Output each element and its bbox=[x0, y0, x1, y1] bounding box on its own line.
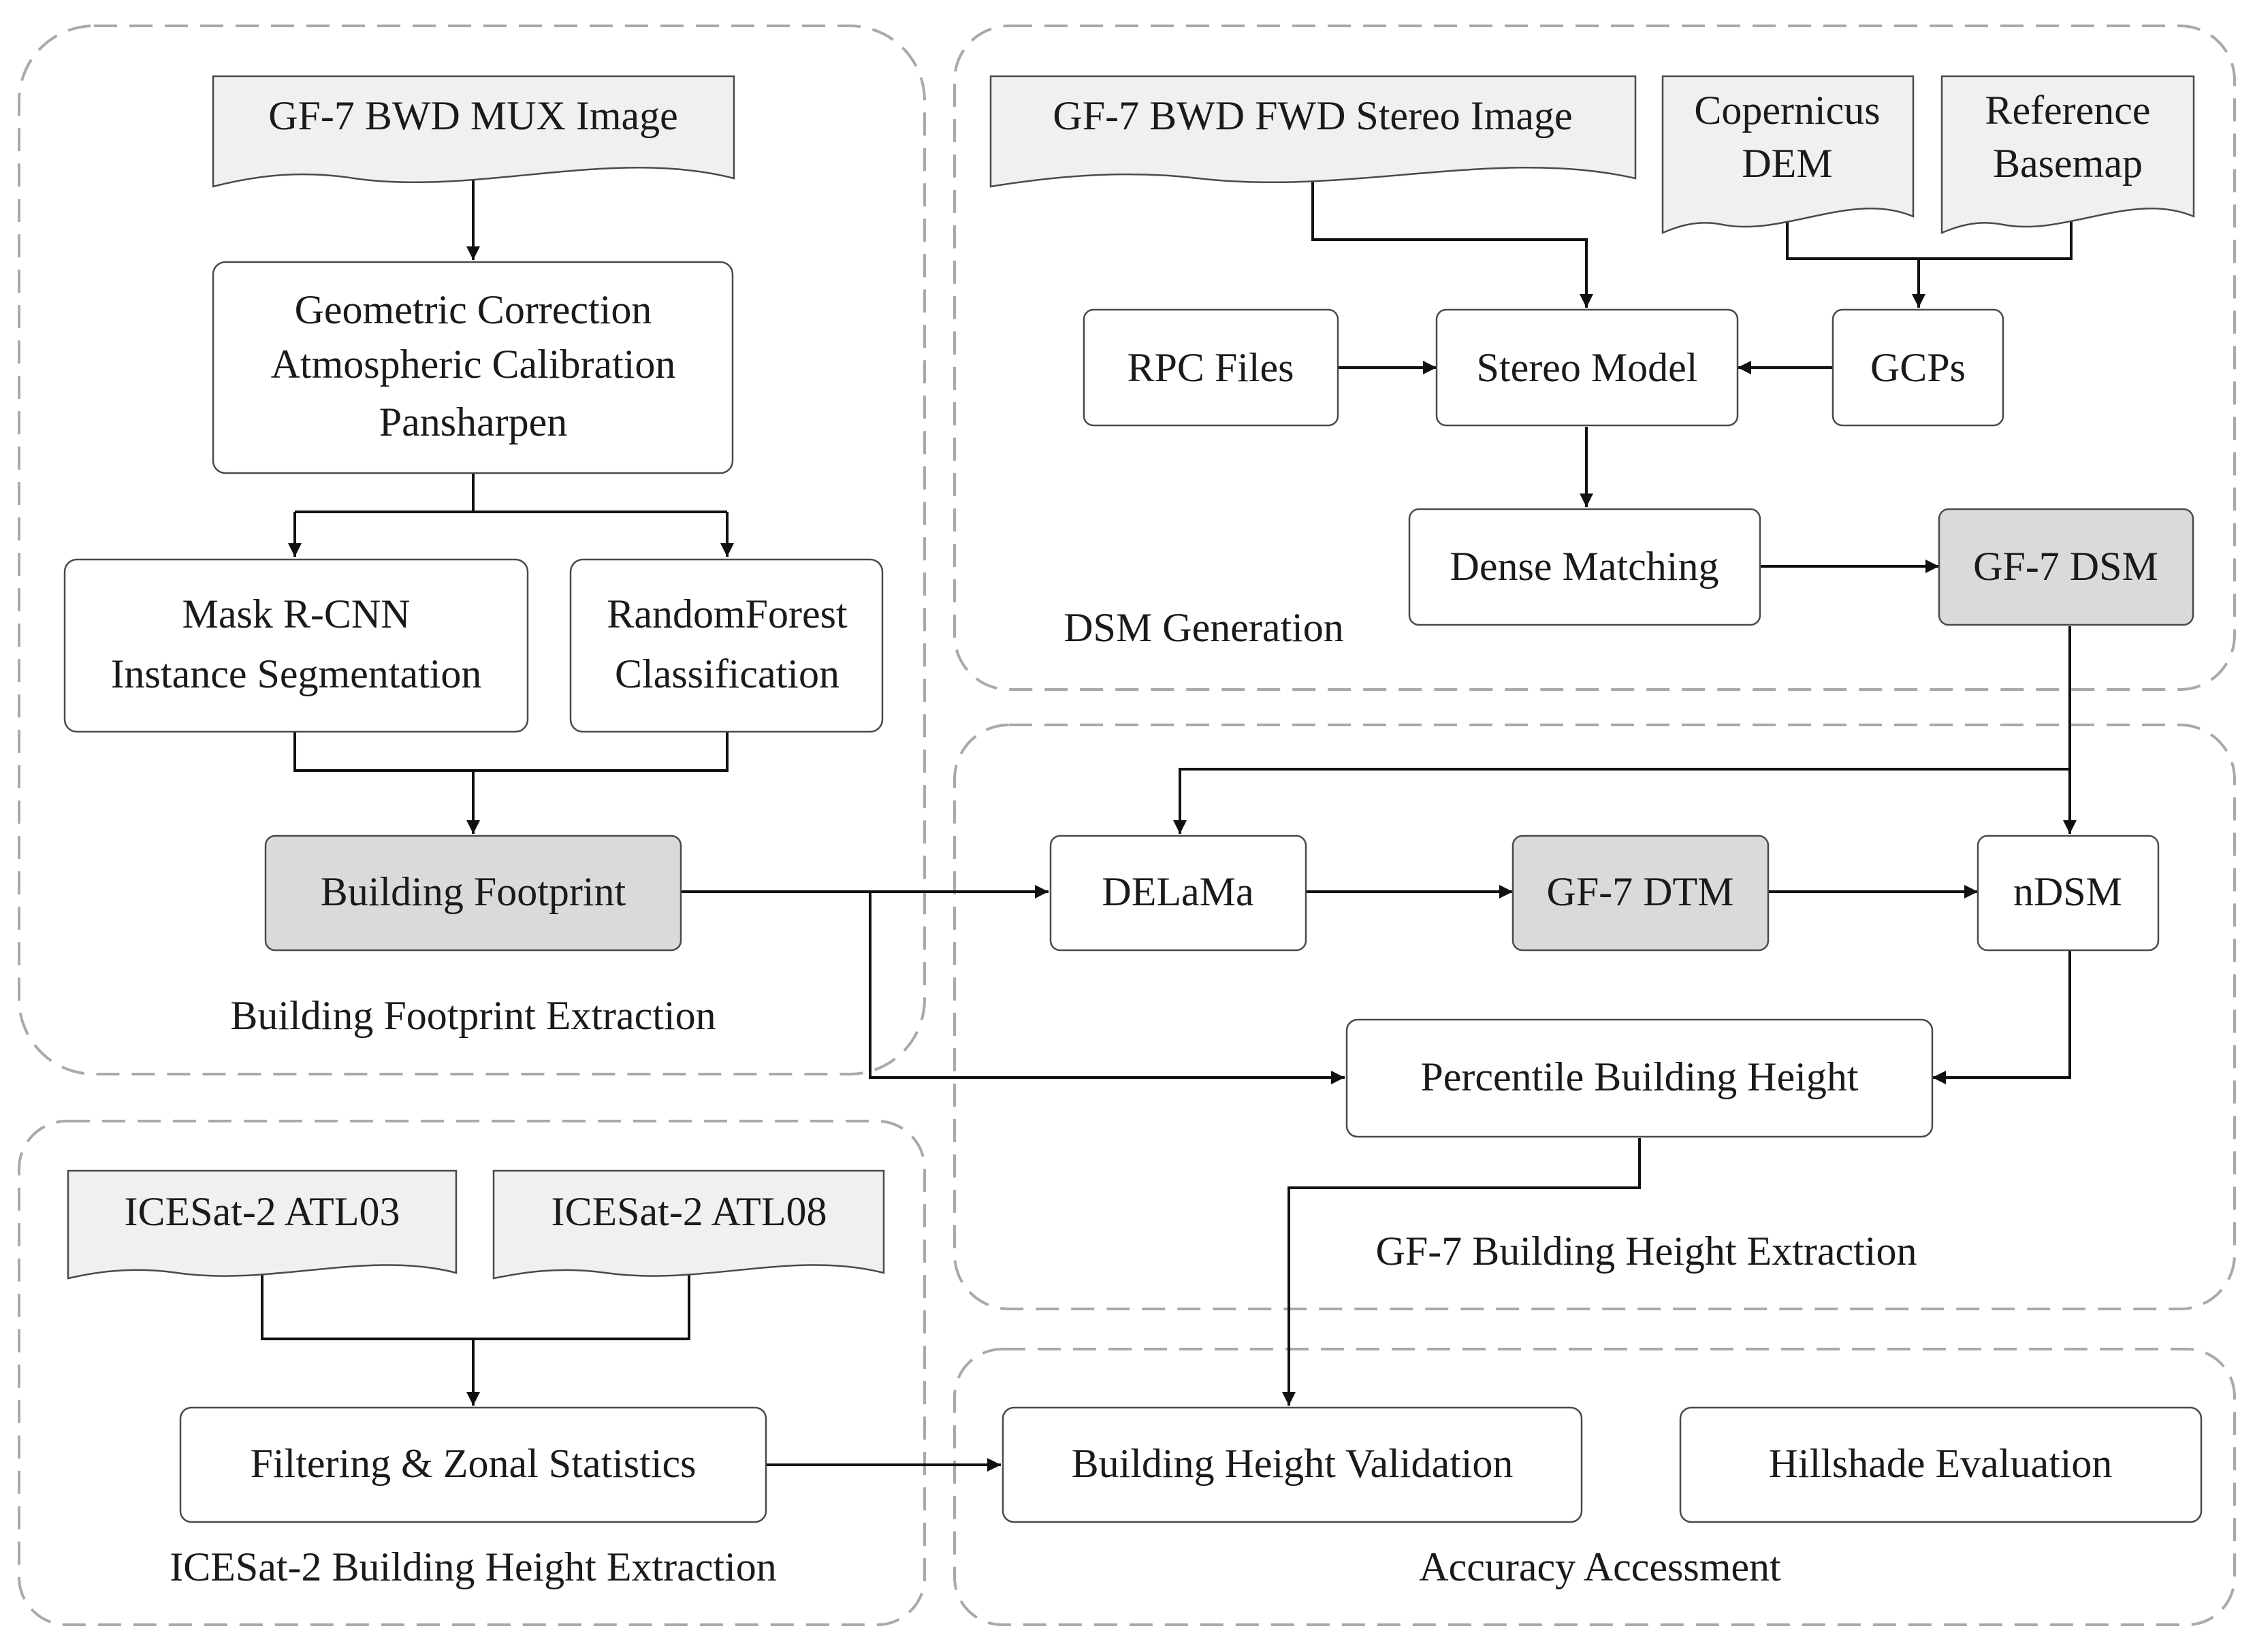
label-randomforest-2: Classification bbox=[615, 651, 839, 696]
label-gf7-dtm: GF-7 DTM bbox=[1546, 869, 1733, 914]
label-stereo-model: Stereo Model bbox=[1477, 345, 1698, 390]
box-hillshade bbox=[1679, 1406, 2203, 1523]
arrow-refs-to-gcps bbox=[1786, 216, 2073, 308]
box-preprocess bbox=[212, 261, 734, 474]
arrow-icesat-to-filtering bbox=[261, 1274, 690, 1406]
label-atl03: ICESat-2 ATL03 bbox=[125, 1189, 400, 1234]
group-icesat-height-extraction bbox=[18, 1120, 926, 1626]
label-preprocess-1: Geometric Correction bbox=[295, 287, 652, 332]
arrow-footprint-to-percentile bbox=[869, 892, 1345, 1084]
arrow-stereo-to-model bbox=[1311, 178, 1593, 308]
group-label-dsm: DSM Generation bbox=[1063, 605, 1344, 650]
arrow-percentile-to-validation bbox=[1282, 1138, 1641, 1406]
label-percentile-height: Percentile Building Height bbox=[1420, 1054, 1859, 1099]
label-hillshade: Hillshade Evaluation bbox=[1769, 1441, 2113, 1486]
box-height-validation bbox=[1002, 1406, 1583, 1523]
group-label-icesat: ICESat-2 Building Height Extraction bbox=[170, 1544, 777, 1589]
group-label-footprint: Building Footprint Extraction bbox=[230, 993, 716, 1038]
label-building-footprint: Building Footprint bbox=[321, 869, 626, 914]
group-dsm-generation bbox=[953, 25, 2236, 691]
arrow-classifiers-to-footprint bbox=[293, 732, 729, 834]
box-ndsm bbox=[1977, 835, 2160, 952]
box-dense-matching bbox=[1408, 508, 1761, 626]
doc-stereo-image bbox=[989, 75, 1637, 188]
group-footprint-extraction bbox=[18, 25, 926, 1075]
box-filtering bbox=[179, 1406, 767, 1523]
label-atl08: ICESat-2 ATL08 bbox=[551, 1189, 827, 1234]
box-gf7-dtm bbox=[1512, 835, 1770, 952]
arrow-dsm-to-delama bbox=[1173, 768, 2070, 834]
label-gf7-dsm: GF-7 DSM bbox=[1973, 544, 2158, 589]
box-percentile-height bbox=[1345, 1018, 1934, 1138]
box-gf7-dsm bbox=[1938, 508, 2194, 626]
box-mask-rcnn bbox=[63, 558, 529, 733]
label-dense-matching: Dense Matching bbox=[1450, 544, 1719, 589]
group-label-accuracy: Accuracy Accessment bbox=[1419, 1544, 1781, 1589]
label-gcps: GCPs bbox=[1870, 345, 1966, 390]
doc-reference-basemap bbox=[1940, 75, 2195, 234]
box-randomforest bbox=[569, 558, 884, 733]
label-copernicus-dem-2: DEM bbox=[1742, 141, 1832, 186]
label-filtering: Filtering & Zonal Statistics bbox=[251, 1441, 697, 1486]
label-preprocess-2: Atmospheric Calibration bbox=[271, 342, 676, 387]
label-mask-rcnn-1: Mask R-CNN bbox=[182, 592, 410, 636]
label-stereo-image: GF-7 BWD FWD Stereo Image bbox=[1053, 93, 1572, 138]
arrow-preprocess-to-classifiers bbox=[293, 473, 729, 557]
label-mask-rcnn-2: Instance Segmentation bbox=[111, 651, 482, 696]
group-accuracy-assessment bbox=[953, 1348, 2236, 1626]
doc-atl08 bbox=[492, 1169, 885, 1280]
label-copernicus-dem-1: Copernicus bbox=[1694, 88, 1880, 133]
doc-atl03 bbox=[67, 1169, 458, 1280]
box-rpc-files bbox=[1083, 308, 1339, 427]
label-reference-basemap-2: Basemap bbox=[1993, 141, 2143, 186]
label-ndsm: nDSM bbox=[2013, 869, 2122, 914]
box-building-footprint bbox=[264, 835, 682, 952]
doc-mux-image bbox=[212, 75, 735, 188]
arrow-ndsm-to-percentile bbox=[1932, 951, 2071, 1084]
label-randomforest-1: RandomForest bbox=[607, 592, 848, 636]
label-height-validation: Building Height Validation bbox=[1072, 1441, 1514, 1486]
label-rpc-files: RPC Files bbox=[1127, 345, 1294, 390]
group-gf7-height-extraction bbox=[953, 724, 2236, 1310]
label-preprocess-3: Pansharpen bbox=[379, 400, 568, 444]
doc-copernicus-dem bbox=[1661, 75, 1915, 234]
box-delama bbox=[1049, 835, 1307, 952]
label-mux-image: GF-7 BWD MUX Image bbox=[268, 93, 678, 138]
box-gcps bbox=[1832, 308, 2004, 427]
box-stereo-model bbox=[1435, 308, 1739, 427]
group-label-gf7-height: GF-7 Building Height Extraction bbox=[1376, 1229, 1917, 1274]
label-reference-basemap-1: Reference bbox=[1985, 88, 2150, 133]
label-delama: DELaMa bbox=[1102, 869, 1253, 914]
